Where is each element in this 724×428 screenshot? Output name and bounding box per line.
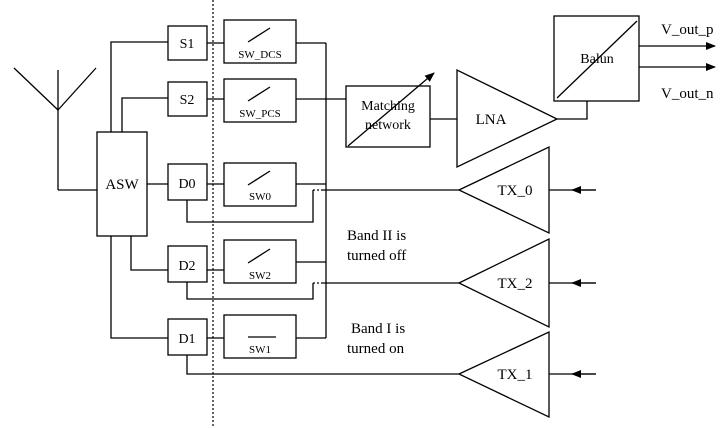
- d1-label: D1: [178, 332, 195, 347]
- sw-pcs-switch: SW_PCS: [223, 78, 297, 123]
- s1-block: S1: [167, 25, 208, 61]
- d1-tx-path: [186, 355, 459, 375]
- band2-note-line2: turned off: [347, 248, 406, 264]
- d2-block: D2: [167, 245, 208, 283]
- band1-note-line2: turned on: [347, 341, 405, 357]
- d2-label: D2: [178, 259, 195, 274]
- tx1-label: TX_1: [498, 367, 533, 383]
- sw2-switch: SW2: [223, 239, 297, 284]
- band2-note-line1: Band II is: [347, 228, 406, 244]
- band1-note-line1: Band I is: [351, 321, 405, 337]
- output-n: V_out_n: [639, 63, 716, 102]
- sw0-switch: SW0: [223, 162, 297, 207]
- sw1-switch: SW1: [223, 314, 297, 359]
- d0-tx-path: [186, 189, 459, 223]
- asw-connections: [110, 41, 168, 339]
- balun-label: Balun: [580, 52, 613, 67]
- d1-block: D1: [167, 318, 208, 356]
- s1-label: S1: [180, 37, 195, 52]
- lna-to-balun: [557, 101, 588, 120]
- sw1-label: SW1: [249, 344, 271, 356]
- antenna-icon: [13, 67, 97, 191]
- lna-label: LNA: [476, 112, 507, 128]
- sw-pcs-label: SW_PCS: [239, 108, 281, 120]
- tx1-amplifier: TX_1: [457, 330, 596, 419]
- sw-dcs-switch: SW_DCS: [223, 19, 297, 64]
- s2-label: S2: [180, 93, 195, 108]
- tx0-amplifier: TX_0: [457, 145, 596, 235]
- vout-p-label: V_out_p: [661, 22, 714, 38]
- asw-label: ASW: [105, 177, 139, 193]
- box-switch-links: [207, 42, 224, 339]
- vout-n-label: V_out_n: [661, 86, 714, 102]
- lna-block: LNA: [456, 68, 559, 169]
- tx2-amplifier: TX_2: [457, 237, 596, 329]
- sw-dcs-label: SW_DCS: [238, 49, 281, 61]
- sw0-label: SW0: [249, 191, 272, 203]
- balun-block: Balun: [553, 15, 640, 102]
- d0-label: D0: [178, 177, 195, 192]
- matching-network-block: Matching network: [345, 72, 435, 148]
- d2-tx-path: [186, 282, 459, 300]
- tx0-label: TX_0: [498, 183, 533, 199]
- s2-block: S2: [167, 81, 208, 117]
- sw2-label: SW2: [249, 270, 271, 282]
- matching-label-line2: network: [365, 118, 411, 133]
- tx2-label: TX_2: [498, 276, 533, 292]
- d0-block: D0: [167, 163, 208, 201]
- asw-block: ASW: [96, 131, 148, 237]
- matching-label-line1: Matching: [361, 99, 415, 114]
- output-p: V_out_p: [639, 22, 716, 50]
